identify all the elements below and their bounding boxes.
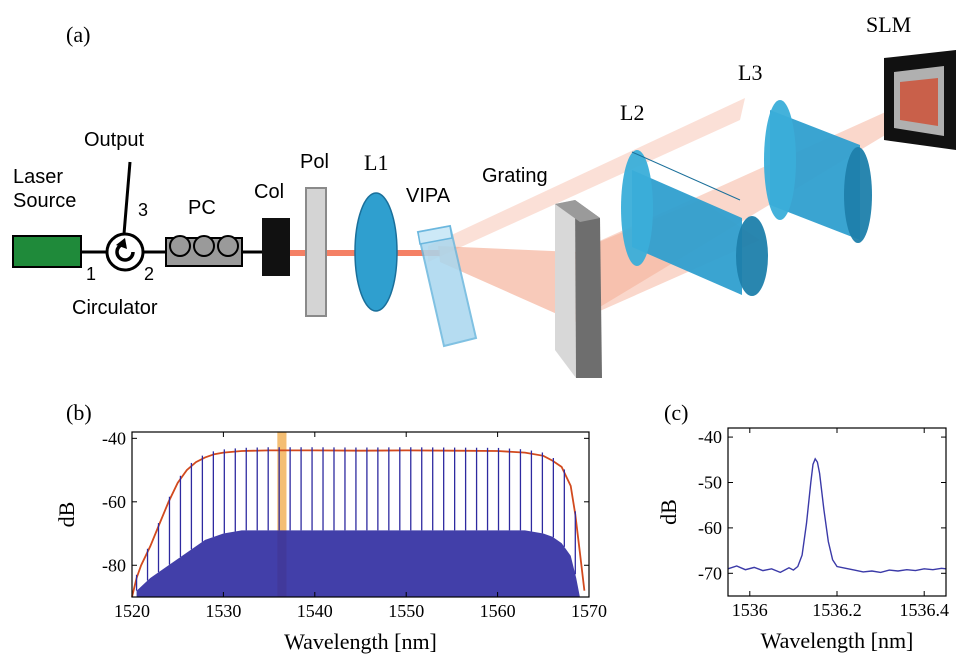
port-2-label: 2 <box>144 264 154 284</box>
chart-c: (c) 1536 1536.2 1536.4 -40 -50 -60 -70Waveleng… <box>656 400 949 653</box>
polarizer-plate <box>305 187 327 317</box>
x-tick-label: 1536 <box>732 600 768 620</box>
collimator-block <box>262 218 290 276</box>
circulator-label: Circulator <box>72 297 158 319</box>
y-tick-label: -60 <box>102 492 126 512</box>
panel-a: (a) Laser Source 3 1 2 Circulator Output <box>12 12 956 378</box>
laser-line1: Laser <box>13 166 63 188</box>
x-tick-label: 1540 <box>297 601 333 621</box>
lens-l2 <box>621 150 768 296</box>
lens-l1 <box>354 192 398 312</box>
circulator-icon <box>105 232 145 272</box>
x-tick-label: 1520 <box>114 601 150 621</box>
x-tick-label: 1560 <box>480 601 516 621</box>
port-1-label: 1 <box>86 264 96 284</box>
laser-line2: Source <box>13 190 76 212</box>
grating-plate <box>555 200 602 378</box>
panel-c-label: (c) <box>664 400 688 425</box>
x-axis-label: Wavelength [nm] <box>761 628 914 653</box>
slm-label: SLM <box>866 12 911 37</box>
x-tick-label: 1536.4 <box>899 600 949 620</box>
grating-label: Grating <box>482 165 548 187</box>
laser-source-box <box>12 235 82 268</box>
slm-device <box>884 50 956 150</box>
vipa-etalon <box>416 224 478 348</box>
x-tick-label: 1550 <box>388 601 424 621</box>
l2-label: L2 <box>620 100 644 125</box>
y-tick-label: -40 <box>102 428 126 448</box>
y-axis-label: dB <box>656 499 681 525</box>
x-tick-label: 1530 <box>205 601 241 621</box>
polarization-controller-icon <box>165 235 243 267</box>
l3-label: L3 <box>738 60 762 85</box>
y-tick-label: -60 <box>698 518 722 538</box>
series-line-0 <box>727 457 947 574</box>
lens-l3 <box>764 100 872 243</box>
series-line-0 <box>131 449 586 598</box>
series-floor-area <box>136 530 580 597</box>
output-fiber <box>122 161 132 235</box>
chart-b: (b) 1520 1530 1540 1550 1560 1570 -40 -60 -80Wav… <box>54 400 607 654</box>
l1-label: L1 <box>364 150 388 175</box>
x-axis-label: Wavelength [nm] <box>284 629 437 654</box>
pc-label: PC <box>188 197 216 219</box>
plot-frame <box>131 431 590 598</box>
highlight-band <box>277 432 287 597</box>
col-label: Col <box>254 181 284 203</box>
x-tick-label: 1570 <box>571 601 607 621</box>
y-tick-label: -50 <box>698 472 722 492</box>
y-axis-label: dB <box>54 502 79 528</box>
beam-vipa-fan <box>438 246 575 322</box>
laser-source-label: Laser Source <box>13 166 76 212</box>
y-tick-label: -70 <box>698 563 722 583</box>
vipa-label: VIPA <box>406 185 451 207</box>
beam-to-l2 <box>428 98 745 262</box>
port-3-label: 3 <box>138 200 148 220</box>
panel-b-label: (b) <box>66 400 92 425</box>
x-tick-label: 1536.2 <box>812 600 862 620</box>
y-tick-label: -40 <box>698 427 722 447</box>
y-tick-label: -80 <box>102 555 126 575</box>
output-label: Output <box>84 129 144 151</box>
panel-a-label: (a) <box>66 22 90 47</box>
pol-label: Pol <box>300 151 329 173</box>
